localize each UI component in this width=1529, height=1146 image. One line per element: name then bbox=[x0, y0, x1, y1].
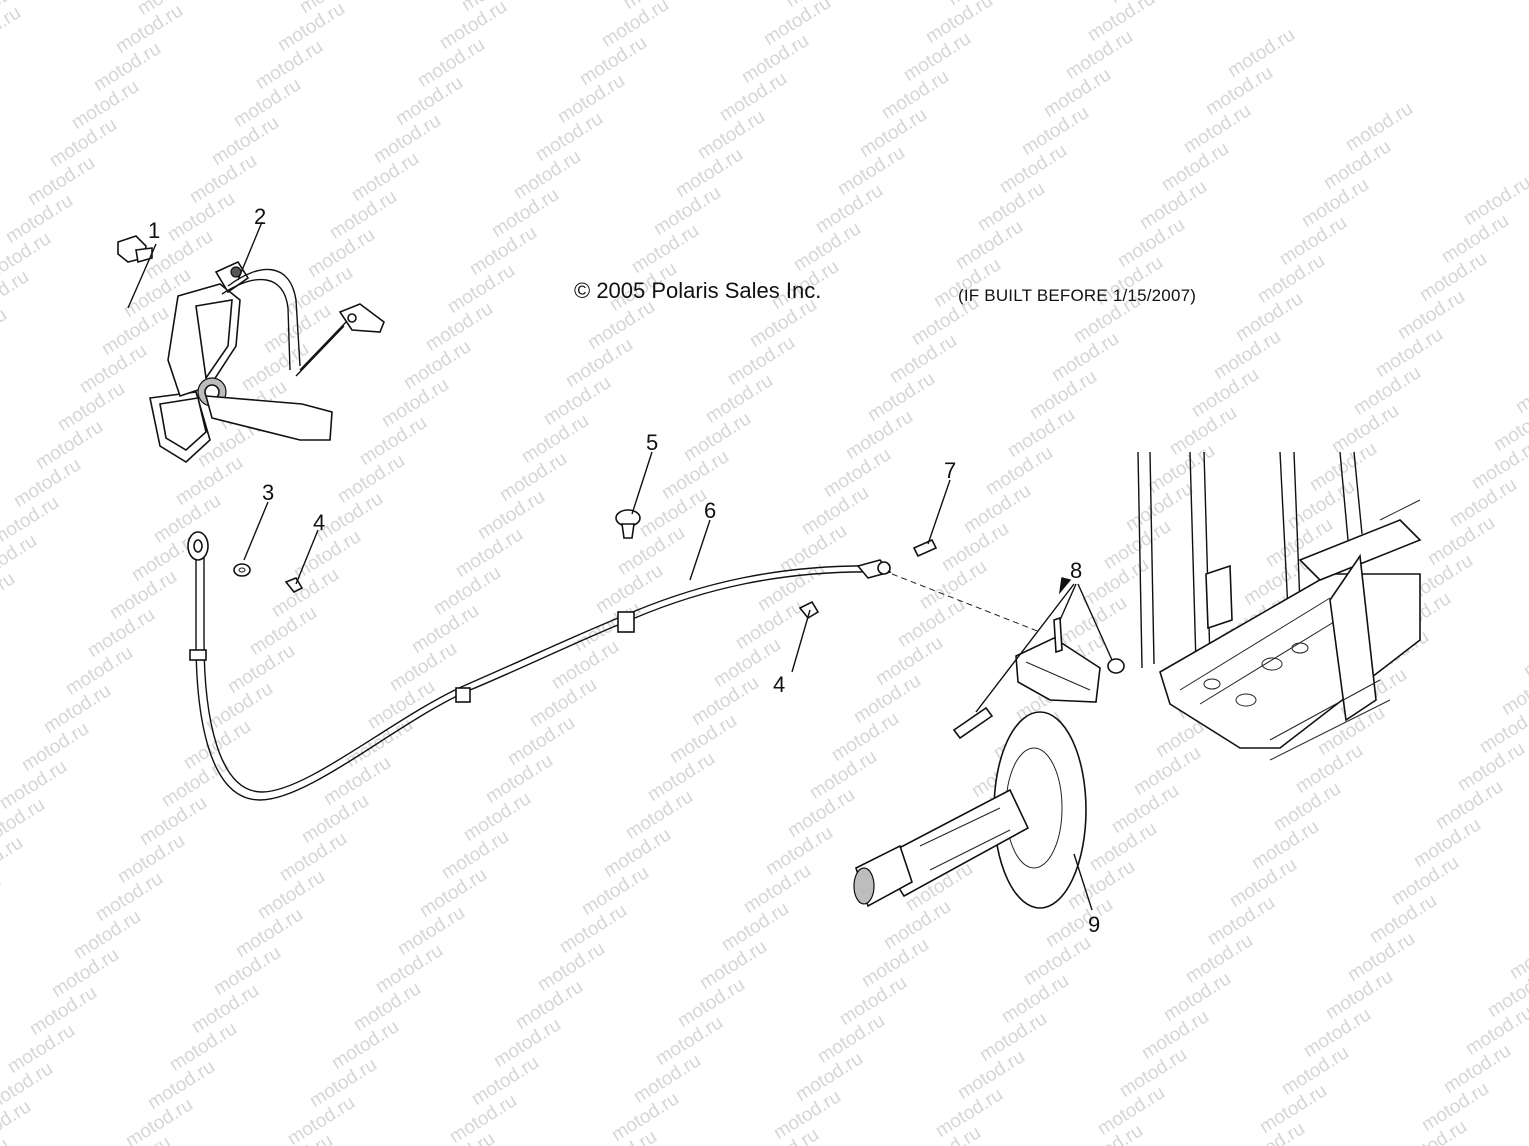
brake-disc-part-9 bbox=[853, 711, 1087, 909]
leader-9 bbox=[1073, 853, 1093, 911]
bolt-part-1 bbox=[117, 235, 153, 264]
leader-6 bbox=[689, 519, 711, 581]
leader-4a bbox=[295, 529, 319, 585]
callout-7[interactable]: 7 bbox=[944, 458, 957, 483]
caliper-part-8 bbox=[952, 616, 1125, 740]
leader-8b bbox=[1077, 583, 1113, 661]
leader-8c bbox=[975, 583, 1075, 713]
callout-1[interactable]: 1 bbox=[148, 218, 161, 243]
washer-part-3 bbox=[233, 563, 251, 577]
leader-7 bbox=[927, 479, 951, 545]
callout-5[interactable]: 5 bbox=[646, 430, 659, 455]
brake-cable-part-6 bbox=[187, 531, 892, 801]
leader-3 bbox=[243, 501, 269, 561]
lever-assembly bbox=[149, 260, 385, 463]
callout-4-right[interactable]: 4 bbox=[773, 672, 786, 697]
clip-part-4a bbox=[284, 577, 304, 594]
vehicle-frame bbox=[1137, 451, 1422, 761]
pin-part-7 bbox=[912, 538, 938, 558]
callout-9[interactable]: 9 bbox=[1088, 912, 1101, 937]
build-date-note: (IF BUILT BEFORE 1/15/2007) bbox=[958, 286, 1197, 305]
leader-1 bbox=[127, 243, 157, 309]
leader-2 bbox=[237, 221, 263, 281]
leader-4b bbox=[791, 609, 811, 673]
copyright-text: © 2005 Polaris Sales Inc. bbox=[574, 278, 822, 303]
leader-8a bbox=[1059, 583, 1077, 621]
callout-8[interactable]: 8 bbox=[1070, 558, 1083, 583]
clip-part-4b bbox=[798, 600, 820, 620]
callout-4-left[interactable]: 4 bbox=[313, 510, 326, 535]
callout-6[interactable]: 6 bbox=[704, 498, 717, 523]
callout-3[interactable]: 3 bbox=[262, 480, 275, 505]
push-pin-part-5 bbox=[615, 509, 641, 539]
leader-5 bbox=[631, 451, 653, 515]
callout-2[interactable]: 2 bbox=[254, 204, 267, 229]
